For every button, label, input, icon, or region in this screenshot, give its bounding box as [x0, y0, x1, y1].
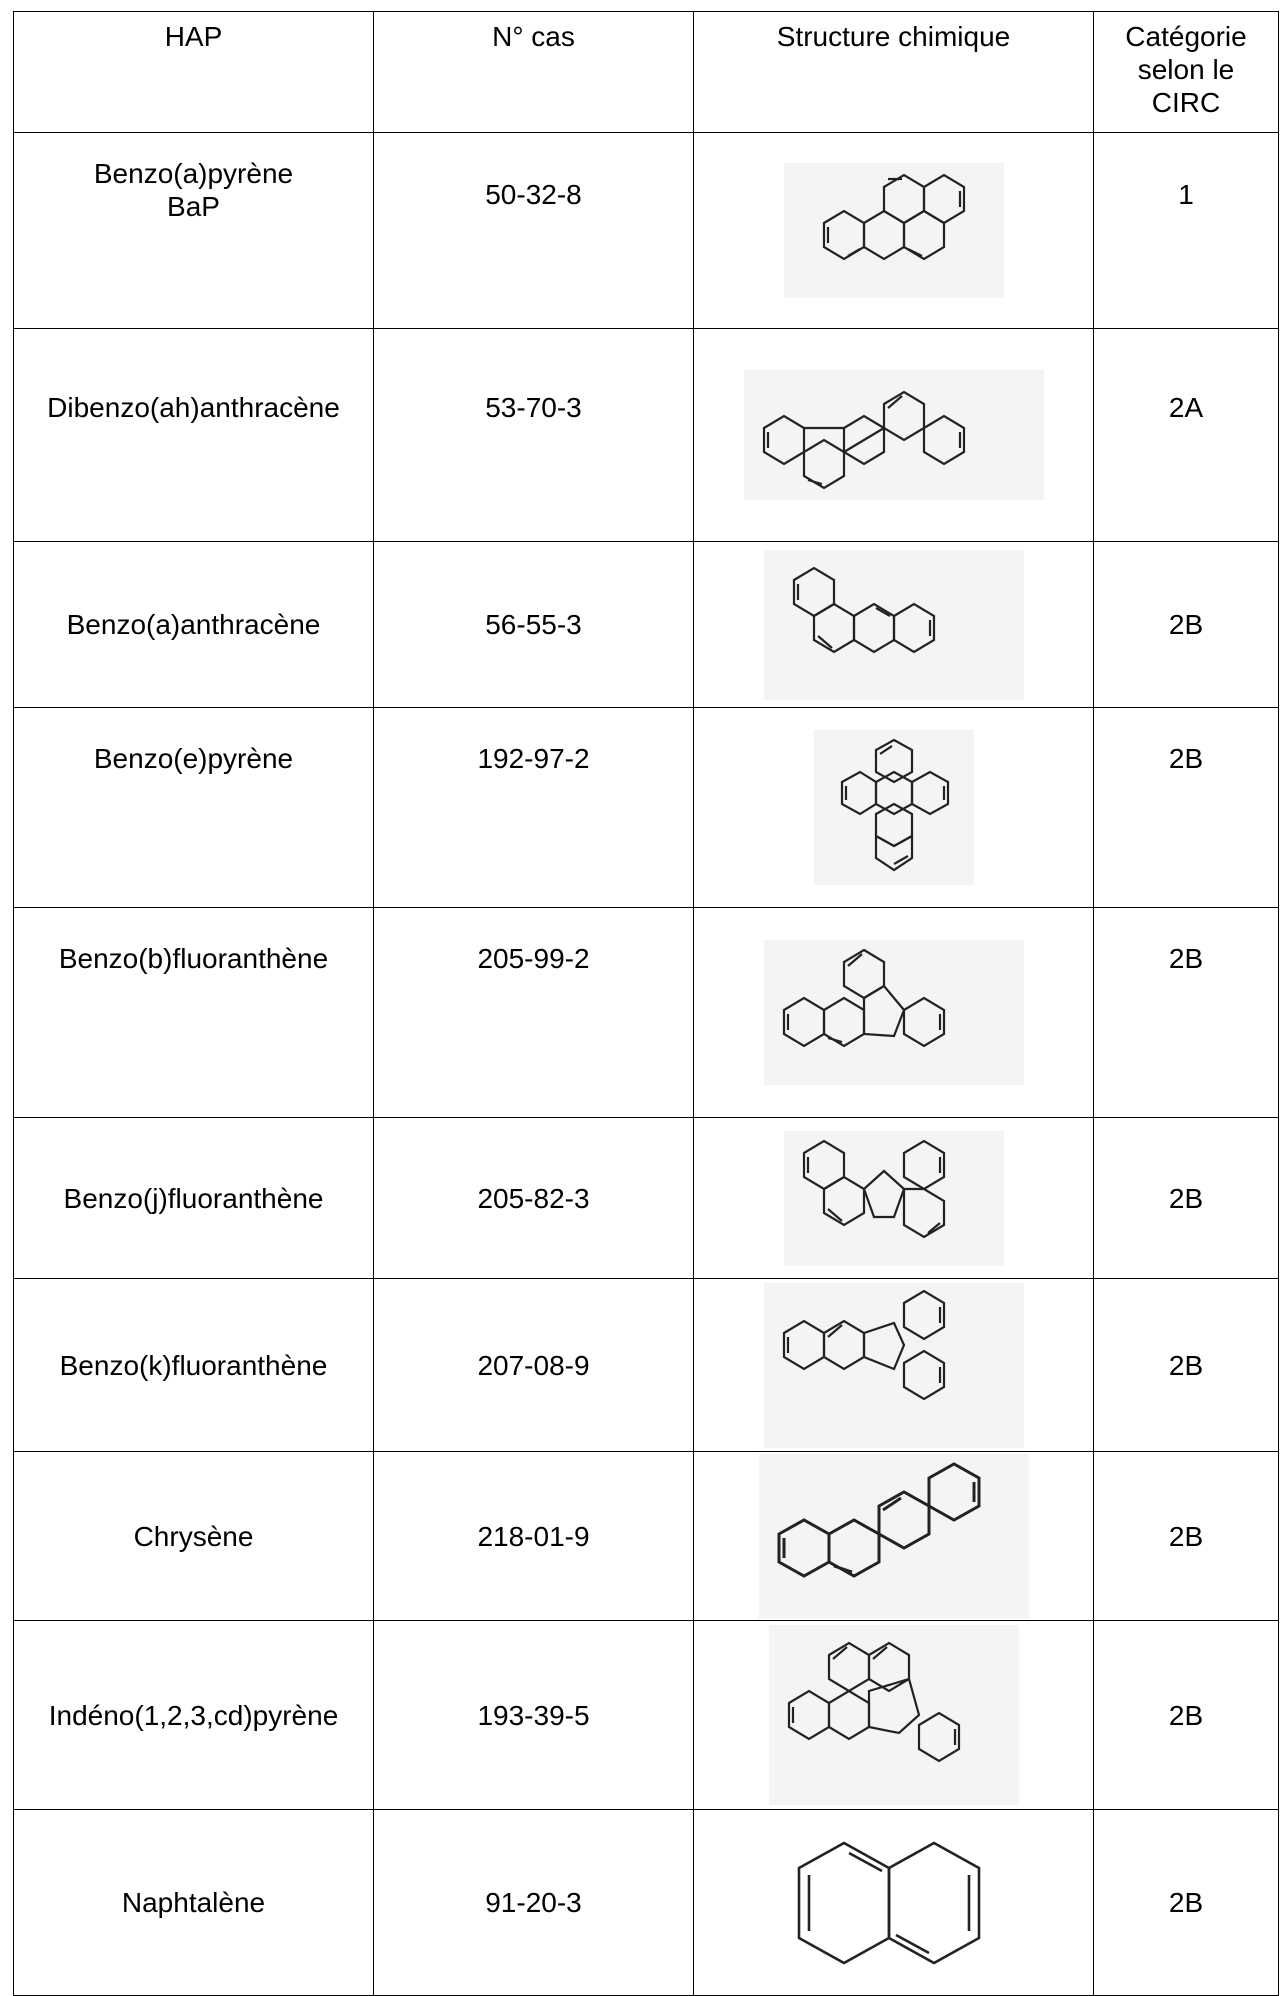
- structure-cell: [693, 907, 1094, 1118]
- hap-name: Benzo(b)fluoranthène: [13, 907, 374, 1118]
- cas-number: 205-82-3: [373, 1117, 694, 1279]
- circ-category: 2B: [1093, 1117, 1279, 1279]
- hap-table: HAP N° cas Structure chimique Catégorie …: [13, 11, 1279, 1996]
- circ-category: 2B: [1093, 1278, 1279, 1452]
- header-category-line2: selon le: [1137, 54, 1235, 85]
- table-row: Chrysène 218-01-9 2B: [13, 1451, 1279, 1621]
- structure-cell: [693, 1620, 1094, 1810]
- cas-number: 207-08-9: [373, 1278, 694, 1452]
- circ-category: 2B: [1093, 1620, 1279, 1810]
- table-row: Indéno(1,2,3,cd)pyrène 193-39-5 2B: [13, 1620, 1279, 1810]
- cas-number: 193-39-5: [373, 1620, 694, 1810]
- cas-number: 205-99-2: [373, 907, 694, 1118]
- structure-cell: [693, 1117, 1094, 1279]
- structure-benzo-b-fluoranthene: [763, 940, 1024, 1085]
- structure-benzo-e-pyrene: [813, 730, 974, 885]
- hap-name: Benzo(a)pyrène: [93, 158, 294, 189]
- table-row: Naphtalène 91-20-3 2B: [13, 1809, 1279, 1996]
- cas-number: 192-97-2: [373, 707, 694, 908]
- header-category-line3: CIRC: [1151, 87, 1221, 118]
- hap-name: Dibenzo(ah)anthracène: [13, 328, 374, 542]
- circ-category: 2B: [1093, 541, 1279, 708]
- hap-name: Benzo(j)fluoranthène: [13, 1117, 374, 1279]
- cas-number: 218-01-9: [373, 1451, 694, 1621]
- circ-category: 2B: [1093, 1451, 1279, 1621]
- structure-cell: [693, 1451, 1094, 1621]
- header-hap: HAP: [13, 11, 374, 133]
- structure-benzo-a-pyrene: [783, 163, 1004, 298]
- table-row: Benzo(j)fluoranthène 205-82-3 2B: [13, 1117, 1279, 1279]
- structure-benzo-a-anthracene: [763, 549, 1024, 700]
- structure-naphthalene: [768, 1812, 1019, 1993]
- table-row: Benzo(b)fluoranthène 205-99-2 2B: [13, 907, 1279, 1118]
- structure-cell: [693, 707, 1094, 908]
- circ-category: 2B: [1093, 907, 1279, 1118]
- table-row: Benzo(e)pyrène 192-97-2 2B: [13, 707, 1279, 908]
- circ-category: 2A: [1093, 328, 1279, 542]
- cas-number: 53-70-3: [373, 328, 694, 542]
- structure-benzo-j-fluoranthene: [783, 1130, 1004, 1266]
- header-category: Catégorie selon le CIRC: [1093, 11, 1279, 133]
- hap-name: Benzo(a)anthracène: [13, 541, 374, 708]
- structure-benzo-k-fluoranthene: [763, 1282, 1024, 1448]
- hap-name-cell: Benzo(a)pyrène BaP: [13, 132, 374, 329]
- cas-number: 91-20-3: [373, 1809, 694, 1996]
- table-row: Dibenzo(ah)anthracène 53-70-3 2A: [13, 328, 1279, 542]
- circ-category: 2B: [1093, 707, 1279, 908]
- structure-cell: [693, 1809, 1094, 1996]
- hap-name: Benzo(e)pyrène: [13, 707, 374, 908]
- circ-category: 2B: [1093, 1809, 1279, 1996]
- cas-number: 56-55-3: [373, 541, 694, 708]
- header-category-line1: Catégorie: [1125, 21, 1247, 52]
- structure-cell: [693, 132, 1094, 329]
- table-row: Benzo(k)fluoranthène 207-08-9 2B: [13, 1278, 1279, 1452]
- cas-number: 50-32-8: [373, 132, 694, 329]
- table-row: Benzo(a)anthracène 56-55-3 2B: [13, 541, 1279, 708]
- table-row: Benzo(a)pyrène BaP 50-32-8 1: [13, 132, 1279, 329]
- hap-name: Chrysène: [13, 1451, 374, 1621]
- hap-name: Indéno(1,2,3,cd)pyrène: [13, 1620, 374, 1810]
- hap-name: Naphtalène: [13, 1809, 374, 1996]
- structure-cell: [693, 541, 1094, 708]
- structure-indeno-pyrene: [768, 1625, 1019, 1805]
- structure-cell: [693, 1278, 1094, 1452]
- structure-dibenzo-ah-anthracene: [743, 370, 1044, 500]
- hap-name: Benzo(k)fluoranthène: [13, 1278, 374, 1452]
- header-structure: Structure chimique: [693, 11, 1094, 133]
- structure-chrysene: [758, 1453, 1029, 1619]
- header-cas: N° cas: [373, 11, 694, 133]
- header-row: HAP N° cas Structure chimique Catégorie …: [13, 11, 1279, 133]
- structure-cell: [693, 328, 1094, 542]
- hap-abbreviation: BaP: [167, 191, 220, 222]
- circ-category: 1: [1093, 132, 1279, 329]
